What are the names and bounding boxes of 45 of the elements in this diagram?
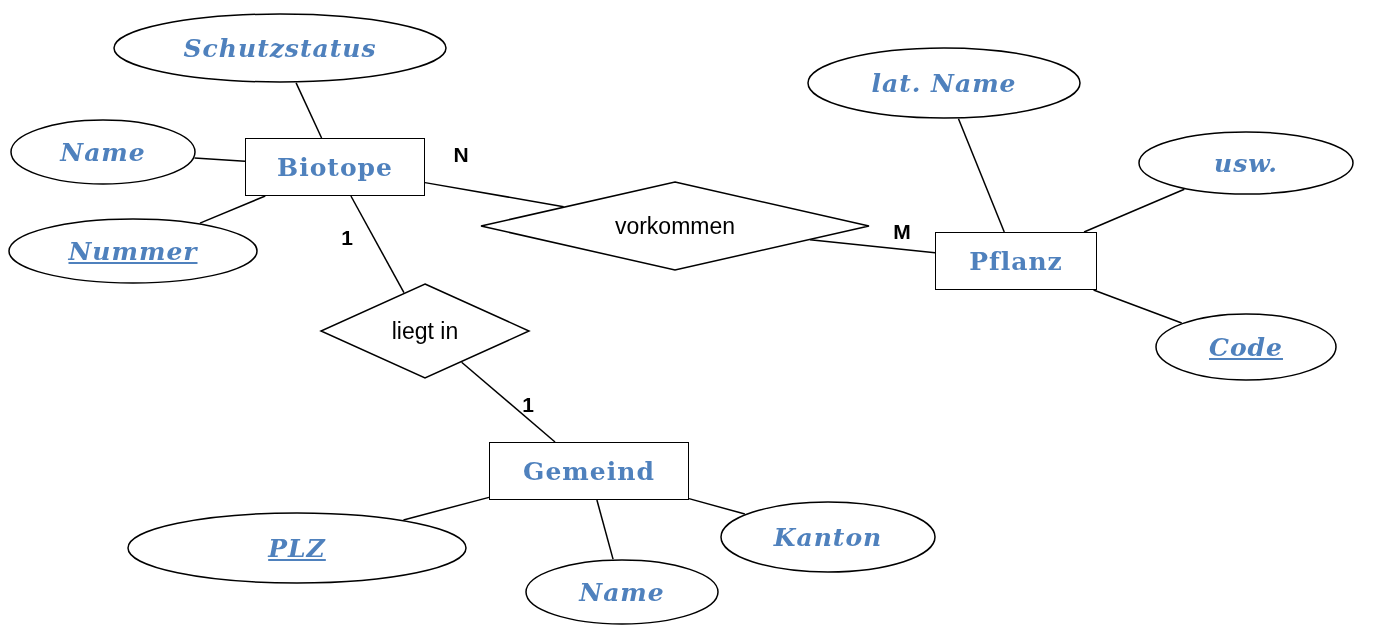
cardinality-label: N [453,143,469,167]
attribute-label: PLZ [268,533,326,563]
connector-line [460,361,556,443]
connector-line [424,181,565,208]
cardinality-label: 1 [522,393,534,417]
connector-line [199,195,266,224]
entity-label: Gemeind [523,456,655,486]
cardinality-label: 1 [341,226,353,250]
attribute-label: Schutzstatus [183,33,377,63]
connector-line [295,82,323,139]
connector-line [688,497,746,515]
attribute-ellipse [127,512,467,584]
entity-label: Biotope [277,152,393,182]
attribute-label: Nummer [68,236,198,266]
connector-line [1092,289,1183,324]
connector-line [957,118,1005,233]
attribute-ellipse [807,47,1081,119]
connector-line [350,195,405,294]
attribute-label: Name [579,577,665,607]
attribute-ellipse [1138,131,1354,195]
attribute-label: Name [60,137,146,167]
connector-line [596,499,614,560]
cardinality-label: M [893,220,911,244]
attribute-ellipse [10,119,196,185]
entity-label: Pflanz [969,246,1063,276]
attribute-ellipse [525,559,719,625]
relationship-diamond [480,181,870,271]
entity-box [489,442,689,500]
attribute-label: usw. [1214,148,1278,178]
connector-line [402,496,490,521]
connector-line [809,239,936,254]
attribute-ellipse [720,501,936,573]
attribute-ellipse [113,13,447,83]
entity-box [245,138,425,196]
attribute-ellipse [8,218,258,284]
relationship-diamond [320,283,530,379]
connector-line [193,157,246,162]
attribute-label: lat. Name [871,68,1017,98]
relationship-label: liegt in [391,317,459,345]
attribute-ellipse [1155,313,1337,381]
attribute-label: Code [1209,332,1283,362]
entity-box [935,232,1097,290]
relationship-label: vorkommen [614,212,736,240]
connector-line [1083,188,1186,233]
attribute-label: Kanton [773,522,883,552]
